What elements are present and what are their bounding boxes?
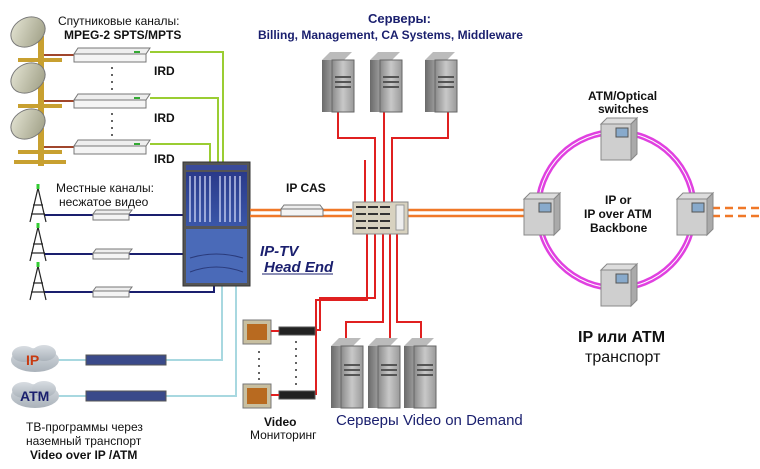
vod-servers (331, 338, 437, 409)
terrestrial-label-line2: наземный транспорт (26, 434, 142, 448)
transport-label-line2: транспорт (585, 349, 661, 366)
core-switch-icon (352, 201, 409, 235)
servers-subtitle: Billing, Management, CA Systems, Middlew… (258, 28, 523, 42)
tv-monitor-icon (242, 383, 272, 409)
decoder-box-icon (278, 326, 316, 336)
satellite-subtitle: MPEG-2 SPTS/MPTS (64, 28, 182, 42)
backbone-label-line3: Backbone (590, 221, 648, 235)
ipcas-box-icon (280, 204, 324, 217)
switches-label-line2: switches (598, 102, 649, 116)
backbone-label-line2: IP over ATM (584, 207, 652, 221)
server-tower-icon (331, 338, 364, 409)
encoder-box-icon (92, 248, 133, 260)
vod-servers-title: Серверы Video on Demand (336, 412, 523, 429)
terrestrial-label-line3: Video over IP /ATM (30, 448, 138, 462)
cloud-atm-label: ATM (20, 388, 50, 404)
satellite-dish-icon (10, 16, 62, 76)
receiver-box-icon (85, 354, 167, 366)
server-tower-icon (368, 338, 401, 409)
ird-links (150, 51, 224, 165)
ring-switches (522, 116, 715, 308)
optical-switch-icon (675, 191, 715, 237)
switches-label-line1: ATM/Optical (588, 89, 658, 103)
server-tower-icon (425, 52, 458, 113)
servers-title: Серверы: (368, 11, 431, 26)
ird-label: IRD (154, 152, 175, 166)
encoder-box-icon (92, 209, 133, 221)
optical-switch-icon (599, 116, 639, 162)
server-tower-icon (322, 52, 355, 113)
ellipsis-dots (111, 67, 113, 136)
tv-monitor-icon (242, 319, 272, 345)
server-tower-icon (370, 52, 403, 113)
optical-switch-icon (522, 191, 562, 237)
terrestrial-link (52, 285, 237, 397)
encoder-box-icon (92, 286, 133, 298)
local-encoders (92, 209, 133, 298)
receiver-box-icon (85, 390, 167, 402)
headend-label-line2: Head End (264, 259, 334, 276)
antenna-towers (29, 184, 47, 301)
ird-label: IRD (154, 64, 175, 78)
headend-label-line1: IP-TV (260, 243, 299, 260)
terrestrial-links (52, 285, 237, 397)
ird-link (150, 51, 224, 165)
satellite-title: Спутниковые каналы: (58, 14, 180, 28)
satellite-dish-icon (10, 108, 66, 166)
decoder-box-icon (278, 390, 316, 400)
terrestrial-label-line1: ТВ-программы через (26, 420, 143, 434)
tower-icon (29, 184, 47, 223)
ird-link (150, 143, 211, 165)
satellite-dish-icon (10, 62, 62, 122)
ird-box-icon (73, 93, 151, 109)
satellite-dishes (10, 16, 66, 166)
terrestrial-link (52, 285, 223, 361)
optical-switch-icon (599, 262, 639, 308)
backbone-label-line1: IP or (605, 193, 632, 207)
ird-devices (73, 47, 151, 155)
ird-label: IRD (154, 111, 175, 125)
top-servers (322, 52, 458, 113)
cloud-ip-label: IP (26, 352, 40, 368)
ird-box-icon (73, 47, 151, 63)
server-tower-icon (404, 338, 437, 409)
server-link (345, 233, 384, 338)
monitoring-label-line2: Мониторинг (250, 428, 317, 442)
satellite-links (42, 54, 74, 148)
server-link (396, 233, 422, 338)
monitoring-label-line1: Video (264, 415, 297, 429)
terrestrial-receivers (85, 354, 167, 402)
headend-chassis-icon (182, 161, 251, 287)
ird-link (150, 97, 219, 165)
ird-box-icon (73, 139, 151, 155)
server-link (337, 112, 376, 203)
cloud-atm-icon (11, 381, 59, 408)
local-channels-subtitle: несжатое видео (59, 195, 149, 209)
video-monitoring (242, 319, 316, 409)
cloud-ip-icon (11, 345, 59, 372)
ipcas-label: IP CAS (286, 181, 326, 195)
local-channels-title: Местные каналы: (56, 181, 155, 195)
tower-icon (29, 262, 47, 301)
transport-label-line1: IP или ATM (578, 329, 666, 346)
server-link (391, 110, 449, 203)
tower-icon (29, 223, 47, 262)
server-link (300, 233, 376, 331)
